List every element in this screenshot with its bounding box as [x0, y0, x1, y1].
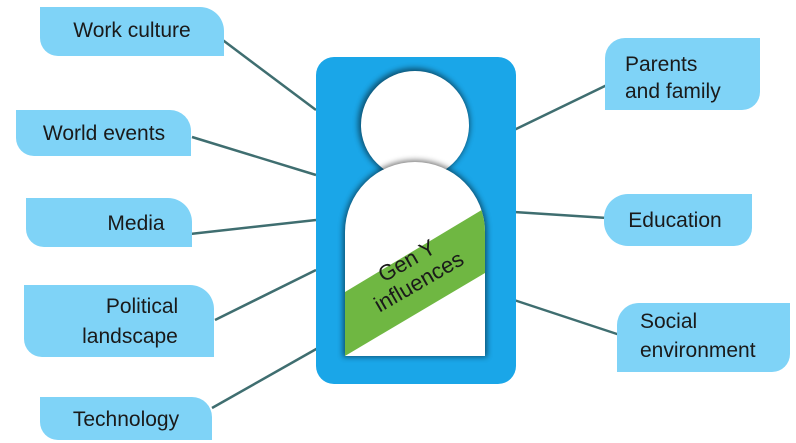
label-parents-and-family: Parents and family [605, 38, 760, 110]
technology-text: Technology [73, 408, 180, 431]
gen-y-banner [345, 205, 485, 356]
label-shape [16, 110, 191, 156]
label-shape [26, 198, 192, 247]
connector-parents [513, 83, 608, 132]
parents-line1-text: Parents [625, 53, 697, 76]
connector-world-events [191, 135, 317, 177]
label-shape [24, 285, 214, 357]
connector-education [513, 210, 608, 220]
person-frame: Gen Y influences [316, 57, 516, 384]
banner-group [345, 205, 485, 356]
world-events-text: World events [43, 122, 165, 145]
connector-technology [211, 346, 319, 410]
connector-lines [189, 37, 621, 410]
label-social-environment: Social environment [617, 303, 790, 372]
label-shape [605, 38, 760, 110]
label-shape [40, 7, 224, 56]
label-shape [617, 303, 790, 372]
social-line1-text: Social [640, 310, 697, 333]
parents-line2-text: and family [625, 80, 721, 103]
connector-political [214, 268, 317, 322]
label-education: Education [604, 194, 752, 246]
work-culture-text: Work culture [73, 19, 190, 42]
label-media: Media [26, 198, 192, 247]
connector-work-culture [219, 37, 317, 111]
label-technology: Technology [40, 397, 212, 440]
connector-social [513, 298, 621, 337]
connector-media [189, 218, 317, 236]
label-political-landscape: Political landscape [24, 285, 214, 357]
head-cutout [361, 71, 469, 179]
political-line1-text: Political [106, 295, 178, 318]
label-shape [40, 397, 212, 440]
label-work-culture: Work culture [40, 7, 224, 56]
label-shape [604, 194, 752, 246]
education-text: Education [628, 209, 721, 232]
political-line2-text: landscape [82, 325, 178, 348]
label-world-events: World events [16, 110, 191, 156]
social-line2-text: environment [640, 339, 756, 362]
media-text: Media [107, 212, 165, 235]
